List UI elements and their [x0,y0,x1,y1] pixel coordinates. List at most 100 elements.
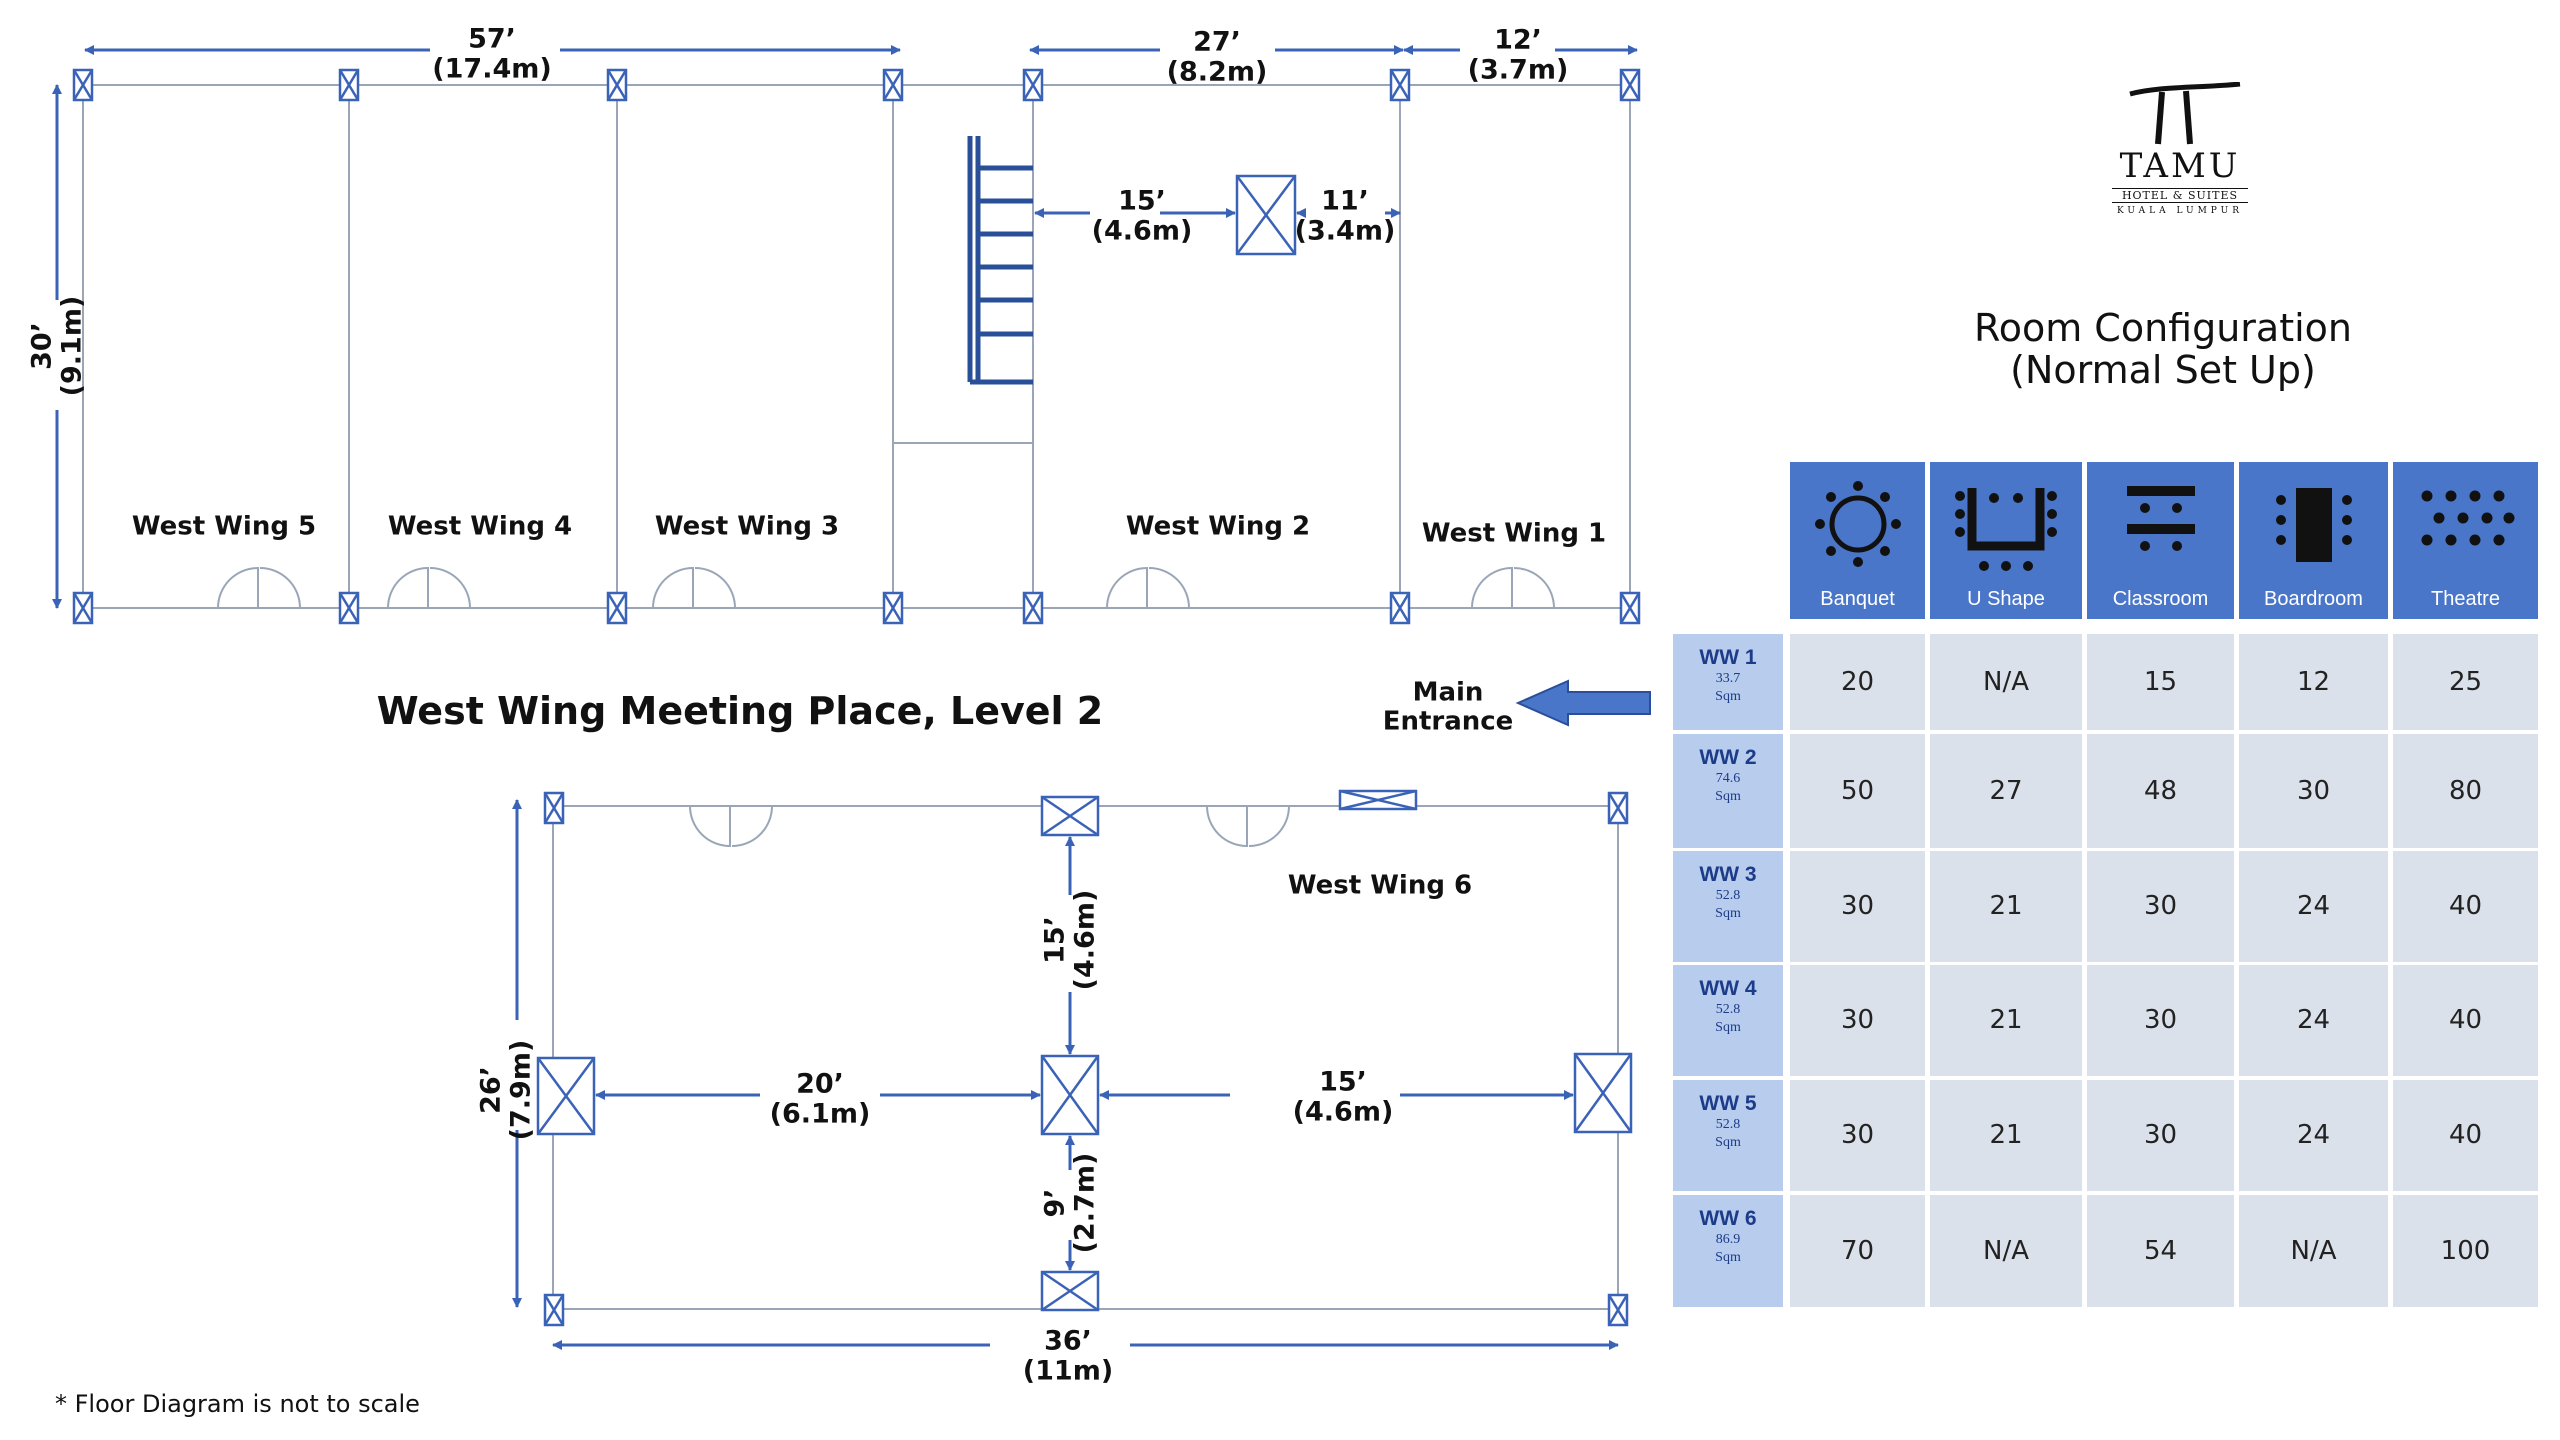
row-code: WW 3 [1699,863,1757,886]
row-area-value: 33.7 [1715,671,1741,686]
logo-location: KUALA LUMPUR [2116,206,2244,216]
table-cell: 15 [2087,634,2234,730]
table-cell: 24 [2239,1080,2388,1191]
table-cell: 80 [2393,734,2538,848]
table-cell: 50 [1790,734,1925,848]
config-title-line2: (Normal Set Up) [2010,348,2316,392]
room-label-ww1: West Wing 1 [1421,518,1607,549]
row-code: WW 1 [1699,646,1757,669]
column-header-theatre: Theatre [2393,462,2538,619]
staircase [967,136,1033,385]
row-code: WW 2 [1699,746,1757,769]
table-cell: 20 [1790,634,1925,730]
dimension-36ft: 36’ (11m) [1022,1325,1114,1386]
dimension-15ft-upper: 15’ (4.6m) [1091,185,1193,246]
table-cell: 40 [2393,851,2538,962]
table-cell: 30 [2087,965,2234,1076]
dimension-9ft: 9’ (2.7m) [1039,1152,1100,1254]
table-cell: 40 [2393,1080,2538,1191]
dimension-20ft: 20’ (6.1m) [769,1068,871,1129]
footnote: * Floor Diagram is not to scale [55,1390,420,1418]
row-area-unit: Sqm [1715,1019,1741,1035]
table-cell: 24 [2239,965,2388,1076]
main-entrance-label: Main Entrance [1382,677,1514,736]
table-cell: 70 [1790,1195,1925,1307]
dimension-15ft-vertical: 15’ (4.6m) [1039,889,1100,991]
room-label-ww4: West Wing 4 [387,511,573,542]
table-cell: 30 [1790,851,1925,962]
table-cell: 30 [2087,1080,2234,1191]
row-area-value: 52.8 [1715,1117,1741,1132]
table-cell: 24 [2239,851,2388,962]
table-cell: 21 [1930,965,2082,1076]
room-label-ww2: West Wing 2 [1125,511,1311,542]
classroom-icon [2127,486,2195,551]
upper-columns [72,68,1641,625]
ww6-dimension-arrows [512,799,1619,1350]
upper-dimension-arrows [52,45,1638,609]
table-cell: 30 [2239,734,2388,848]
table-cell: 30 [1790,1080,1925,1191]
row-area-unit: Sqm [1715,688,1741,704]
logo-mark-icon [2129,81,2241,145]
logo-subtitle: HOTEL & SUITES [2112,188,2248,203]
row-area-unit: Sqm [1715,905,1741,921]
dimension-11ft: 11’ (3.4m) [1294,185,1396,246]
table-cell: 21 [1930,851,2082,962]
table-cell: 21 [1930,1080,2082,1191]
table-cell: 48 [2087,734,2234,848]
column-label-u-shape: U Shape [1967,588,2045,610]
row-area-value: 74.6 [1715,771,1741,786]
column-header-classroom: Classroom [2087,462,2234,619]
ww6-columns [536,789,1633,1327]
row-area-value: 52.8 [1715,1002,1741,1017]
table-cell: 100 [2393,1195,2538,1307]
column-header-boardroom: Boardroom [2239,462,2388,619]
table-cell: 25 [2393,634,2538,730]
table-cell: 54 [2087,1195,2234,1307]
table-cell: 30 [2087,851,2234,962]
column-label-classroom: Classroom [2112,588,2209,610]
dimension-15ft-horizontal: 15’ (4.6m) [1292,1066,1394,1127]
row-area-value: 86.9 [1715,1232,1741,1247]
dimension-26ft: 26’ (7.9m) [475,1039,536,1141]
column-label-boardroom: Boardroom [2264,588,2363,610]
room-label-ww3: West Wing 3 [654,511,840,542]
table-cell: N/A [1930,1195,2082,1307]
boardroom-icon [2276,488,2352,562]
row-area-unit: Sqm [1715,788,1741,804]
table-cell: 30 [1790,965,1925,1076]
room-label-ww5: West Wing 5 [131,511,317,542]
table-cell: 40 [2393,965,2538,1076]
row-code: WW 4 [1699,977,1757,1000]
config-title-line1: Room Configuration [1974,306,2352,351]
theatre-icon [2421,490,2515,546]
row-area-value: 52.8 [1715,888,1741,903]
column-header-u-shape: U Shape [1930,462,2082,619]
config-title: Room Configuration (Normal Set Up) [1974,306,2352,392]
dimension-12ft: 12’ (3.7m) [1467,24,1569,85]
column-label-banquet: Banquet [1820,588,1895,610]
banquet-round-table-icon [1815,481,1901,567]
table-cell: N/A [2239,1195,2388,1307]
table-cell: 27 [1930,734,2082,848]
hotel-logo: TAMU HOTEL & SUITES KUALA LUMPUR [2100,81,2260,222]
table-cell: 12 [2239,634,2388,730]
row-area-unit: Sqm [1715,1134,1741,1150]
column-label-theatre: Theatre [2431,588,2500,610]
row-code: WW 5 [1699,1092,1757,1115]
room-label-ww6: West Wing 6 [1287,870,1473,901]
dimension-30ft: 30’ (9.1m) [26,295,87,397]
dimension-27ft: 27’ (8.2m) [1166,26,1268,87]
column-header-banquet: Banquet [1790,462,1925,619]
logo-brand: TAMU [2119,146,2241,186]
table-cell: N/A [1930,634,2082,730]
dimension-57ft: 57’ (17.4m) [432,23,552,84]
row-area-unit: Sqm [1715,1249,1741,1265]
